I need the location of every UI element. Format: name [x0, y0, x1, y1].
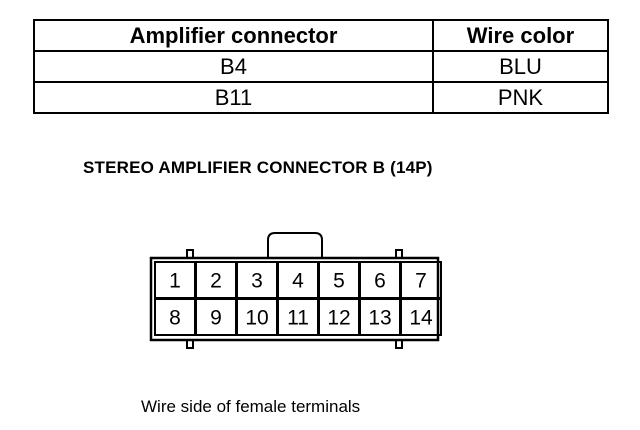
- pin-number: 4: [292, 270, 304, 293]
- cell-connector: B4: [33, 50, 434, 83]
- cell-wire-color: BLU: [432, 50, 609, 83]
- table-header-row: Amplifier connector Wire color: [33, 19, 609, 52]
- connector-latch: [267, 232, 323, 258]
- pin-cell: [400, 298, 442, 336]
- header-amplifier-connector: Amplifier connector: [33, 19, 434, 52]
- pin-number: 11: [287, 307, 309, 330]
- connector-caption: Wire side of female terminals: [141, 397, 361, 416]
- table-row: B4 BLU: [33, 50, 609, 83]
- pin-number: 1: [169, 270, 181, 293]
- pin-number: 9: [210, 307, 222, 330]
- table-row: B11 PNK: [33, 81, 609, 114]
- cell-connector: B11: [33, 81, 434, 114]
- pin-number: 14: [409, 307, 433, 330]
- pin-number: 5: [333, 270, 345, 293]
- pin-number: 12: [327, 307, 350, 330]
- pin-number: 3: [251, 270, 263, 293]
- pin-number: 6: [374, 270, 386, 293]
- cell-wire-color: PNK: [432, 81, 609, 114]
- pin-number: 10: [245, 307, 268, 330]
- pin-number: 2: [210, 270, 222, 293]
- wire-color-table: Amplifier connector Wire color B4 BLU B1…: [33, 19, 609, 114]
- connector-title: STEREO AMPLIFIER CONNECTOR B (14P): [83, 158, 433, 177]
- header-wire-color: Wire color: [432, 19, 609, 52]
- pin-number: 7: [415, 270, 427, 293]
- pin-number: 8: [169, 307, 181, 330]
- pin-grid: [154, 261, 442, 336]
- pin-number: 13: [368, 307, 391, 330]
